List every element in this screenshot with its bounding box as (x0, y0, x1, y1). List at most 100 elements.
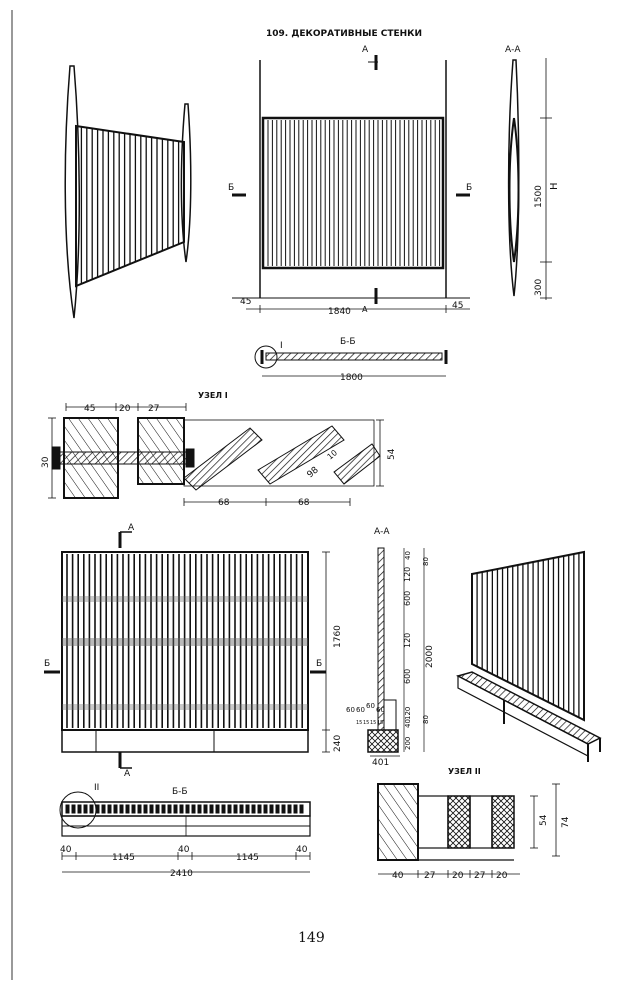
node-ii-dim-27a: 27 (424, 871, 435, 881)
front-elevation-top (232, 60, 470, 299)
node-ii-title: УЗЕЛ II (448, 767, 481, 776)
section-b-right-bottom-label: Б (316, 659, 322, 669)
aa-dim-60b: 60 (356, 706, 365, 714)
section-a-top-label: А (362, 45, 369, 55)
aa-dim-200: 200 (404, 737, 412, 750)
slat-slot (101, 804, 106, 814)
slat-slot (299, 804, 304, 814)
slat-slot (119, 804, 124, 814)
dim-h: Н (549, 182, 560, 190)
dim-1760: 1760 (333, 625, 343, 648)
dim-1800: 1800 (340, 373, 363, 383)
dim-240: 240 (333, 735, 343, 752)
node-ii-dim-20a: 20 (452, 871, 464, 881)
slat-slot (143, 804, 148, 814)
perspective-wall-bottom (455, 550, 602, 762)
slat-slot (137, 804, 142, 814)
node-ii-dim-54: 54 (539, 814, 549, 826)
slat-slot (185, 804, 190, 814)
node-ii-dim-20b: 20 (496, 871, 508, 881)
section-a-marks-bottom (118, 531, 132, 769)
node-i-marker-top: I (280, 341, 283, 351)
slat-slot (209, 804, 214, 814)
aa-dim-15a: 15 (356, 720, 362, 726)
aa-dim-60a: 60 (346, 706, 355, 714)
plan-dim-1145b: 1145 (236, 853, 259, 863)
plan-section-bb-top (254, 345, 448, 369)
dim-1840: 1840 (328, 307, 351, 317)
slat-slot (149, 804, 154, 814)
slat-slot (83, 804, 88, 814)
slat-slot (197, 804, 202, 814)
section-bb-label-bottom: Б-Б (172, 787, 188, 797)
node-ii-dim-40: 40 (392, 871, 404, 881)
aa-dim-401: 401 (372, 758, 389, 768)
dimension-h-top (540, 58, 552, 300)
slat-slot (71, 804, 76, 814)
node-ii-detail (377, 783, 515, 861)
plan-dim-2410: 2410 (170, 869, 193, 879)
page-number: 149 (298, 930, 325, 946)
slat-slot (89, 804, 94, 814)
dim-1500: 1500 (534, 185, 544, 208)
aa-dim-120b: 120 (403, 633, 412, 648)
node-i-dims-top (65, 403, 187, 411)
plan-dim-40c: 40 (296, 845, 308, 855)
section-a-bottom-top-label: А (128, 523, 135, 533)
node-i-dim-54: 54 (387, 448, 397, 460)
section-a-bottom-bottom-label: А (124, 769, 131, 779)
node-ii-dim-27b: 27 (474, 871, 485, 881)
slat-slot (227, 804, 232, 814)
slat-slot (257, 804, 262, 814)
slat-slot (269, 804, 274, 814)
section-b-left-label: Б (228, 183, 234, 193)
node-i-dim-45: 45 (84, 404, 95, 414)
dimension-1760-240 (322, 551, 330, 753)
dim-45-right: 45 (452, 301, 463, 311)
slat-slot (239, 804, 244, 814)
plan-dimensions-bottom (61, 852, 311, 873)
slat-slot (215, 804, 220, 814)
aa-dim-60c: 60 (366, 702, 375, 710)
section-aa-view-top (507, 59, 520, 297)
slat-slot (281, 804, 286, 814)
node-i-dim-98: 98 (306, 465, 321, 480)
section-a-marks-top (368, 55, 378, 304)
plan-section-bb-bottom (59, 791, 311, 837)
slat-slot (167, 804, 172, 814)
aa-dim-120a: 120 (403, 567, 412, 582)
node-i-dim-68b: 68 (298, 498, 310, 508)
section-aa-dimensions (370, 548, 425, 757)
aa-dim-60d: 60 (376, 706, 385, 714)
slat-slot (191, 804, 196, 814)
aa-dim-40: 40 (404, 551, 412, 560)
slat-slot (251, 804, 256, 814)
aa-dim-80b: 80 (422, 715, 430, 724)
slat-slot (293, 804, 298, 814)
slat-slot (275, 804, 280, 814)
slat-slot (155, 804, 160, 814)
plan-dim-40b: 40 (178, 845, 190, 855)
slat-slot (245, 804, 250, 814)
perspective-panel-top (64, 65, 192, 319)
aa-dim-15d: 15 (377, 720, 383, 726)
node-ii-marker: II (94, 783, 99, 793)
slat-slot (77, 804, 82, 814)
node-i-detail (51, 417, 381, 499)
aa-dim-600b: 600 (403, 669, 412, 684)
plan-dim-1145a: 1145 (112, 853, 135, 863)
node-ii-dimensions (378, 783, 560, 878)
slat-slot (263, 804, 268, 814)
section-bb-label-top: Б-Б (340, 337, 356, 347)
aa-dim-120c: 120 (404, 707, 412, 720)
dim-45-left: 45 (240, 297, 251, 307)
slat-slot (233, 804, 238, 814)
section-b-right-label: Б (466, 183, 472, 193)
plan-dim-40a: 40 (60, 845, 72, 855)
node-i-title: УЗЕЛ I (198, 391, 228, 400)
aa-dim-600a: 600 (403, 591, 412, 606)
section-a-bottom-label: А (362, 305, 368, 314)
slat-slot (125, 804, 130, 814)
slat-slot (221, 804, 226, 814)
